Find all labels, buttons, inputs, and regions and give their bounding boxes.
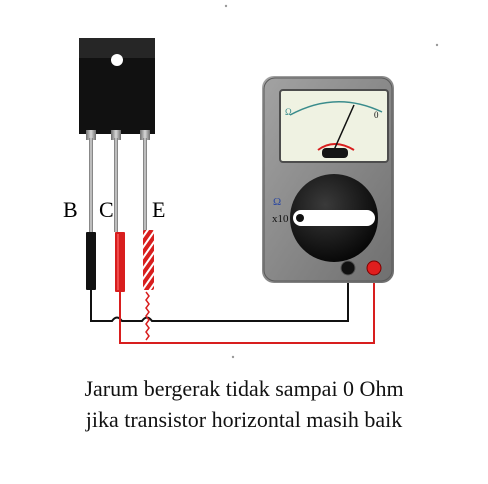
- pin-collector: [114, 138, 118, 232]
- multimeter: Ω 0 Ω x10: [262, 76, 394, 283]
- striped-probe: [143, 230, 154, 341]
- pin-label-e: E: [152, 197, 165, 222]
- transistor-top-tab: [79, 38, 155, 58]
- transistor: [79, 38, 155, 232]
- scale-label-ohm: Ω: [285, 107, 292, 117]
- needle-pivot: [322, 148, 348, 158]
- pin-shoulder-e: [140, 130, 150, 140]
- meter-needle: [333, 104, 355, 151]
- range-label: x10: [272, 213, 289, 225]
- com-jack: [340, 260, 356, 276]
- scale-arc-red: [317, 143, 355, 151]
- meter-body-border: [263, 77, 393, 282]
- red-test-wire: [119, 270, 375, 344]
- stray-dot: [435, 43, 439, 47]
- pin-shoulder-b: [86, 130, 96, 140]
- pin-base: [89, 138, 93, 232]
- positive-jack: [366, 260, 382, 276]
- black-test-wire: [90, 270, 349, 322]
- red-probe: [115, 232, 125, 292]
- range-symbol: Ω: [273, 196, 281, 208]
- black-probe: [86, 232, 96, 290]
- caption-line-2: jika transistor horizontal masih baik: [85, 407, 403, 432]
- mounting-hole: [111, 54, 123, 66]
- pin-emitter: [143, 138, 147, 232]
- pin-label-b: B: [63, 197, 78, 222]
- pin-shoulder-c: [111, 130, 121, 140]
- scale-arc-teal: [289, 101, 383, 116]
- scale-label-zero: 0: [374, 110, 379, 120]
- selector-pointer-dot: [296, 214, 304, 222]
- stray-dot: [231, 355, 235, 359]
- selector-pointer-bar: [293, 210, 375, 226]
- stray-dot: [224, 4, 228, 8]
- caption-line-1: Jarum bergerak tidak sampai 0 Ohm: [84, 376, 404, 401]
- pin-label-c: C: [99, 197, 114, 222]
